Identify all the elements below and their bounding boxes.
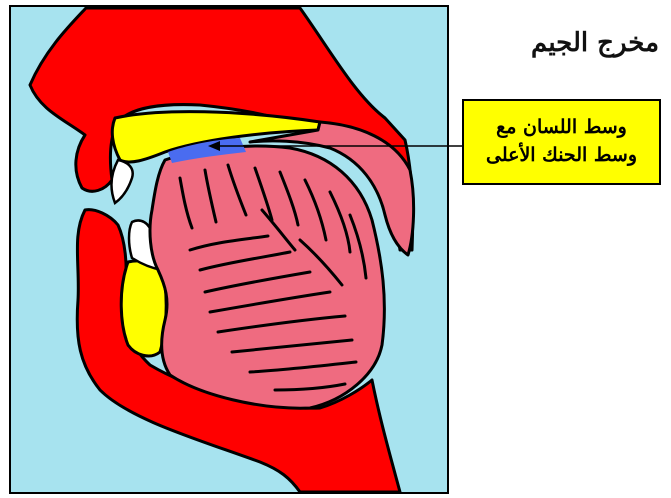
diagram-title: مخرج الجيم xyxy=(531,28,659,58)
callout-line-2: وسط الحنك الأعلى xyxy=(486,142,637,170)
articulation-point-callout: وسط اللسان مع وسط الحنك الأعلى xyxy=(462,99,661,185)
callout-line-1: وسط اللسان مع xyxy=(496,114,627,142)
tongue xyxy=(150,146,384,408)
